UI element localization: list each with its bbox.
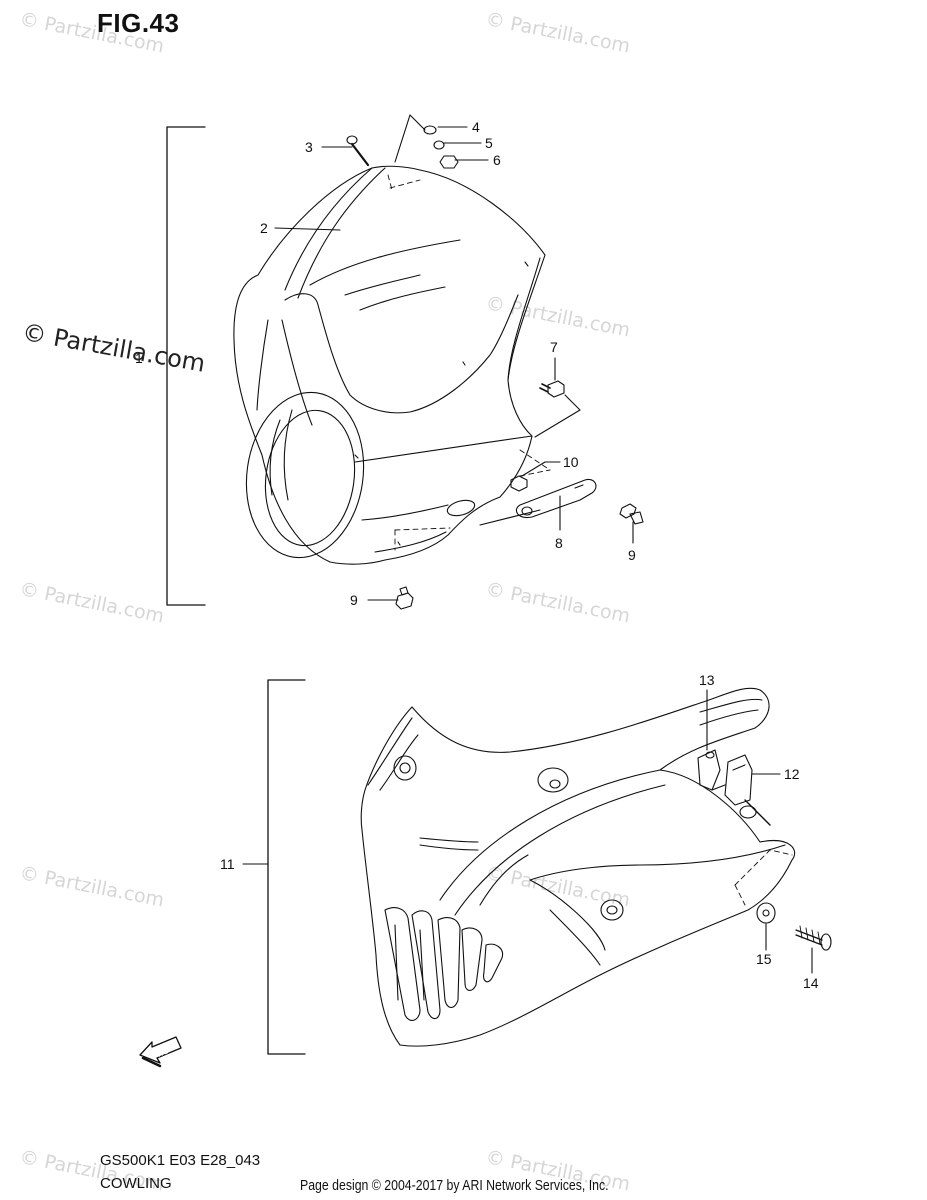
callout-11: 11	[220, 856, 235, 872]
callout-14: 14	[803, 975, 819, 991]
assembly-bracket-1	[166, 126, 206, 606]
grommet-9-right	[619, 503, 644, 525]
callout-3: 3	[305, 139, 313, 155]
nut-6	[439, 155, 459, 169]
callout-9b: 9	[350, 592, 358, 608]
callout-5: 5	[485, 135, 493, 151]
callout-8: 8	[555, 535, 563, 551]
callout-12: 12	[784, 766, 800, 782]
assembly-bracket-11	[267, 679, 306, 1055]
nut-5	[433, 140, 445, 150]
callout-13: 13	[699, 672, 715, 688]
callout-15: 15	[756, 951, 772, 967]
mount-hole-lower	[600, 899, 624, 921]
clip-12	[724, 754, 753, 806]
mount-hole	[446, 499, 476, 517]
callout-labels: 1 2 3 4 5 6 7 8 9 9 10 11 12 13 14 15	[135, 119, 819, 991]
figure-title: FIG.43	[97, 8, 180, 38]
mount-hole-mid	[537, 767, 569, 793]
callout-6: 6	[493, 152, 501, 168]
figure-caption: COWLING	[100, 1175, 172, 1192]
nut-10	[510, 475, 528, 492]
washer-4	[423, 125, 437, 135]
screw-14	[795, 925, 832, 951]
screw-12-detail	[739, 799, 771, 826]
model-code: GS500K1 E03 E28_043	[100, 1152, 261, 1169]
bracket-8	[515, 478, 597, 519]
grille-slats	[384, 907, 504, 1021]
fwd-arrow-icon	[139, 1036, 182, 1068]
page-credit: Page design © 2004-2017 by ARI Network S…	[300, 1177, 609, 1194]
screw-3	[346, 135, 370, 167]
callout-1: 1	[135, 350, 143, 366]
bracket-13	[697, 749, 726, 791]
headlight-ring-outer	[245, 391, 365, 559]
washer-15	[756, 902, 776, 924]
headlight-ring-inner	[264, 409, 356, 547]
under-cowl-panel	[360, 687, 796, 1047]
grommet-9-bottom	[395, 586, 414, 610]
bolt-7	[539, 380, 565, 398]
leader-2	[274, 227, 341, 231]
leader-10	[521, 461, 561, 477]
callout-10: 10	[563, 454, 579, 470]
cowl-shell	[233, 165, 546, 565]
callout-7: 7	[550, 339, 558, 355]
callout-2: 2	[260, 220, 268, 236]
callout-4: 4	[472, 119, 480, 135]
callout-9a: 9	[628, 547, 636, 563]
mount-hole-left	[393, 755, 417, 781]
